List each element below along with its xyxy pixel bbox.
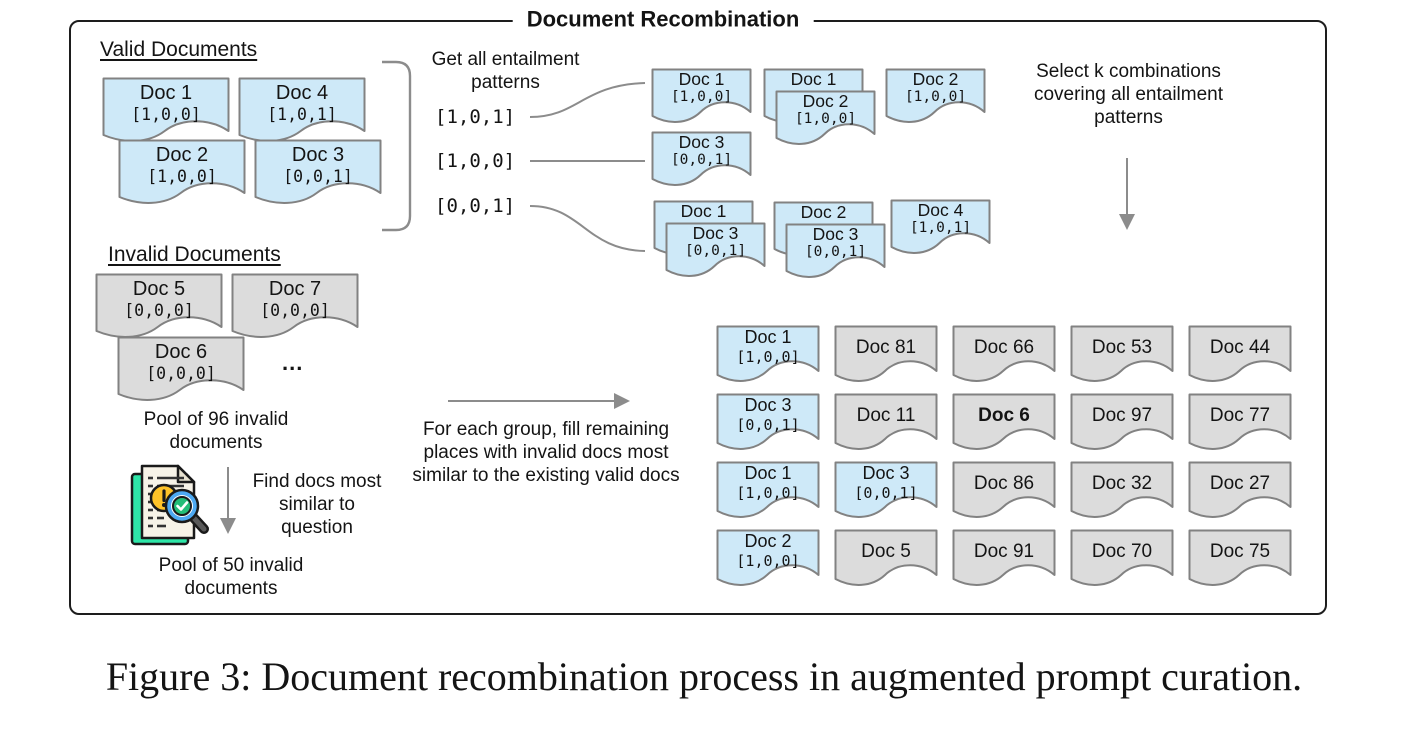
figure-caption: Figure 3: Document recombination process… [105, 654, 1303, 699]
grid-r4c3-doc: Doc 91 [952, 529, 1056, 587]
invalid-doc-7: Doc 7 [0,0,0] [231, 273, 359, 339]
valid-doc-3: Doc 3 [0,0,1] [254, 139, 382, 205]
valid-documents-heading: Valid Documents [100, 38, 258, 61]
grid-r2c3-doc: Doc 6 [952, 393, 1056, 451]
valid-doc-2: Doc 2 [1,0,0] [118, 139, 246, 205]
grid-r3c5-doc: Doc 27 [1188, 461, 1292, 519]
invalid-documents-heading: Invalid Documents [108, 243, 281, 266]
grid-r2c1-doc: Doc 3 [0,0,1] [716, 393, 820, 451]
grid-r4c1-doc: Doc 2 [1,0,0] [716, 529, 820, 587]
combo-row3-group1-front-doc: Doc 3 [0,0,1] [665, 222, 766, 278]
fill-groups-label: For each group, fill remaining places wi… [412, 419, 680, 487]
grid-r3c2-doc: Doc 3 [0,0,1] [834, 461, 938, 519]
combo-row1-group3-doc: Doc 2 [1,0,0] [885, 68, 986, 124]
entailment-pattern-3: [0,0,1] [435, 195, 516, 217]
invalid-doc-5: Doc 5 [0,0,0] [95, 273, 223, 339]
combo-row3-group3-doc: Doc 4 [1,0,1] [890, 199, 991, 255]
combo-row2-group1-doc: Doc 3 [0,0,1] [651, 131, 752, 187]
grid-r2c4-doc: Doc 97 [1070, 393, 1174, 451]
grid-r1c5-doc: Doc 44 [1188, 325, 1292, 383]
grid-r3c4-doc: Doc 32 [1070, 461, 1174, 519]
grid-r3c1-doc: Doc 1 [1,0,0] [716, 461, 820, 519]
valid-doc-4: Doc 4 [1,0,1] [238, 77, 366, 143]
grid-r1c3-doc: Doc 66 [952, 325, 1056, 383]
combo-row1-group2-front-doc: Doc 2 [1,0,0] [775, 90, 876, 146]
grid-r1c1-doc: Doc 1 [1,0,0] [716, 325, 820, 383]
grid-r1c4-doc: Doc 53 [1070, 325, 1174, 383]
find-docs-label: Find docs most similar to question [252, 471, 382, 539]
get-patterns-label: Get all entailment patterns [431, 49, 580, 94]
combo-row3-group2-front-doc: Doc 3 [0,0,1] [785, 223, 886, 279]
grid-r3c3-doc: Doc 86 [952, 461, 1056, 519]
entailment-pattern-1: [1,0,1] [435, 106, 516, 128]
pool-50-label: Pool of 50 invalid documents [158, 555, 304, 600]
grid-r4c5-doc: Doc 75 [1188, 529, 1292, 587]
valid-doc-1: Doc 1 [1,0,0] [102, 77, 230, 143]
document-search-icon [130, 464, 209, 546]
invalid-docs-ellipsis: ... [282, 350, 304, 375]
pool-96-label: Pool of 96 invalid documents [143, 409, 289, 454]
grid-r4c4-doc: Doc 70 [1070, 529, 1174, 587]
invalid-doc-6: Doc 6 [0,0,0] [117, 336, 245, 402]
grid-r2c5-doc: Doc 77 [1188, 393, 1292, 451]
grid-r2c2-doc: Doc 11 [834, 393, 938, 451]
combo-row1-group1-doc: Doc 1 [1,0,0] [651, 68, 752, 124]
grid-r1c2-doc: Doc 81 [834, 325, 938, 383]
select-combinations-label: Select k combinations covering all entai… [1033, 61, 1224, 129]
diagram-title: Document Recombination [512, 6, 814, 33]
grid-r4c2-doc: Doc 5 [834, 529, 938, 587]
entailment-pattern-2: [1,0,0] [435, 150, 516, 172]
